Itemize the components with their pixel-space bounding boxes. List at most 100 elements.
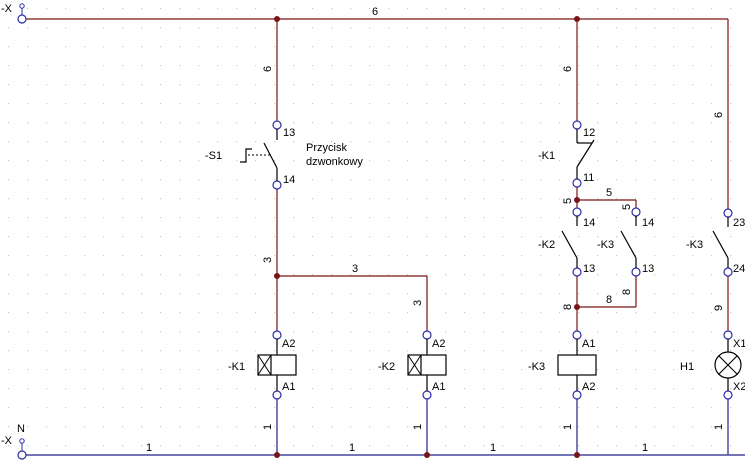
k2-contact-name: -K2 [538,239,555,251]
k1-coil-pin-top: A2 [282,338,295,350]
slow-release-cross-icon [407,354,422,376]
k1-coil-pin-bottom: A1 [282,381,295,393]
k2-contact-pin-top: 14 [583,217,595,229]
pin-terminal[interactable] [631,267,641,277]
k2-relay-coil[interactable]: -K2 A2 A1 [378,330,447,400]
junction-node [574,452,580,458]
contact-blade [712,230,729,259]
k1-contact-name: -K1 [538,150,555,162]
contact-blade [576,139,595,168]
net-label-8-left: 8 [562,304,574,310]
pin-terminal[interactable] [422,390,432,400]
pin-terminal[interactable] [572,390,582,400]
pin-terminal[interactable] [572,178,582,188]
net-label-5-right: 5 [621,204,633,210]
net-label-6-s1: 6 [262,66,274,72]
slow-release-cross-icon [257,354,272,376]
k2-no-contact[interactable]: -K2 14 13 [538,207,595,277]
pin-terminal[interactable] [572,330,582,340]
supply-bottom-name: -X [1,435,13,447]
terminal-symbol[interactable] [17,14,27,24]
junction-node [424,452,430,458]
k3-contact-b-pin-top: 23 [733,217,745,229]
k1-contact-pin-top: 12 [583,127,595,139]
net-label-1-bus-b: 1 [349,442,355,454]
junction-node [274,16,280,22]
net-label-3-vertical: 3 [262,257,274,263]
k3-contact-b-pin-bottom: 24 [733,263,745,275]
k1-nc-contact[interactable]: -K1 12 11 [538,120,595,188]
net-label-1-h1: 1 [713,424,725,430]
contact-blade [620,230,637,259]
terminal-symbol[interactable] [17,450,27,460]
s1-pin-bottom: 14 [283,174,295,186]
k1-coil-name: -K1 [228,361,245,373]
net-label-9: 9 [713,305,725,311]
junction-node [574,304,580,310]
net-label-6-top: 6 [372,6,378,18]
k3-contact-b-name: -K3 [686,239,703,251]
net-label-5-horizontal: 5 [606,187,612,199]
pin-terminal[interactable] [572,120,582,130]
net-labels: 6 6 6 6 3 3 3 5 5 5 8 8 8 9 1 1 1 1 1 1 … [146,6,725,454]
pin-terminal[interactable] [272,180,282,190]
k2-contact-pin-bottom: 13 [583,263,595,275]
k3-contact-a-pin-bottom: 13 [642,263,654,275]
h1-signal-lamp[interactable]: H1 X1 X2 [680,330,745,400]
pin-terminal[interactable] [723,267,733,277]
pin-terminal[interactable] [272,120,282,130]
h1-name: H1 [680,361,694,373]
coil-body [557,354,597,376]
supply-top-name: -X [1,3,13,15]
junctions [274,16,580,458]
pin-terminal[interactable] [723,208,733,218]
pin-terminal[interactable] [272,390,282,400]
junction-node [574,197,580,203]
k1-relay-coil[interactable]: -K1 A2 A1 [228,330,297,400]
s1-description-line2: dzwonkowy [306,156,363,168]
net-label-6-k1: 6 [562,66,574,72]
wires [22,18,729,335]
junction-node [574,16,580,22]
net-label-1-k1: 1 [262,424,274,430]
h1-pin-bottom: X2 [733,381,745,393]
net-label-3-horizontal: 3 [352,263,358,275]
k3-no-contact-b[interactable]: -K3 23 24 [686,208,745,277]
coil-body [407,354,447,376]
k3-relay-coil[interactable]: -K3 A1 A2 [528,330,597,400]
pin-terminal[interactable] [572,207,582,217]
pin-terminal[interactable] [572,267,582,277]
contact-blade [561,230,578,259]
net-label-6-h1: 6 [713,112,725,118]
supply-bottom[interactable]: -X N [1,423,27,460]
net-label-8-horizontal: 8 [606,294,612,306]
k3-no-contact-a[interactable]: -K3 14 13 [597,207,654,277]
s1-description-line1: Przycisk [306,142,347,154]
net-label-1-bus-a: 1 [146,442,152,454]
net-label-8-right: 8 [621,289,633,295]
junction-node [274,452,280,458]
net-label-1-k2: 1 [412,424,424,430]
junction-node [274,273,280,279]
supply-top[interactable]: -X [1,3,27,24]
k3-coil-name: -K3 [528,361,545,373]
pin-terminal[interactable] [631,207,641,217]
terminal-symbol-small [19,3,25,9]
s1-name: -S1 [205,150,222,162]
pin-terminal[interactable] [723,330,733,340]
h1-pin-top: X1 [733,338,745,350]
contact-blade [263,142,278,169]
pin-terminal[interactable] [272,330,282,340]
pin-terminal[interactable] [422,330,432,340]
pushbutton-actuator-icon [240,148,252,163]
k3-coil-pin-bottom: A2 [582,381,595,393]
k3-contact-a-pin-top: 14 [642,217,654,229]
pin-terminal[interactable] [723,390,733,400]
k1-contact-pin-bottom: 11 [583,172,594,184]
s1-pushbutton[interactable]: -S1 13 14 Przycisk dzwonkowy [205,120,363,190]
k2-coil-name: -K2 [378,361,395,373]
terminal-symbol-small [19,438,25,444]
k3-contact-a-name: -K3 [597,239,614,251]
